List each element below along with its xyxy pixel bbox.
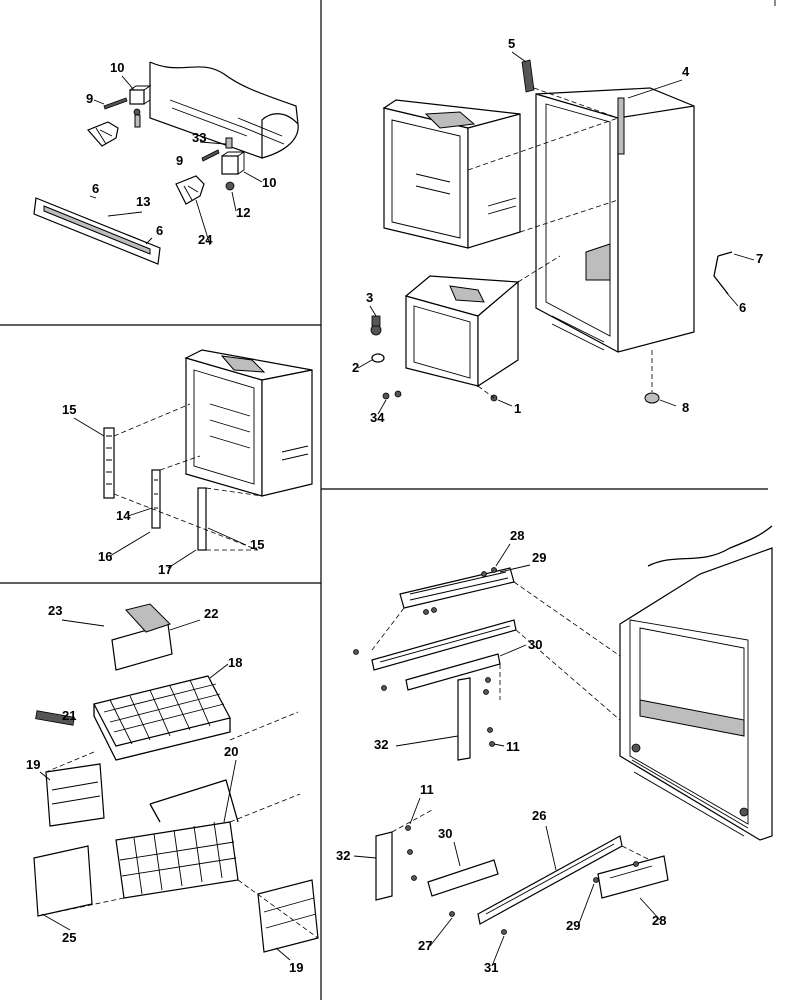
liner-rails-assembly (73, 349, 313, 569)
callout-19: 19 (26, 757, 40, 772)
callout-1: 1 (514, 401, 521, 416)
callout-19: 19 (289, 960, 303, 975)
callout-30: 30 (528, 637, 542, 652)
callout-31: 31 (484, 960, 498, 975)
callout-18: 18 (228, 655, 242, 670)
callout-9: 9 (176, 153, 183, 168)
callout-7: 7 (756, 251, 763, 266)
callout-29: 29 (532, 550, 546, 565)
callout-17: 17 (158, 562, 172, 577)
callout-13: 13 (136, 194, 150, 209)
callout-10: 10 (262, 175, 276, 190)
callout-11: 11 (506, 739, 520, 754)
basket-assembly (33, 603, 319, 961)
callout-14: 14 (116, 508, 131, 523)
callout-25: 25 (62, 930, 76, 945)
callout-10: 10 (110, 60, 124, 75)
callout-24: 24 (198, 232, 213, 247)
callout-26: 26 (532, 808, 546, 823)
callout-6: 6 (739, 300, 746, 315)
callout-28: 28 (510, 528, 524, 543)
callout-32: 32 (374, 737, 388, 752)
callout-6: 6 (156, 223, 163, 238)
callout-4: 4 (682, 64, 690, 79)
callout-29: 29 (566, 918, 580, 933)
callout-20: 20 (224, 744, 238, 759)
callout-11: 11 (420, 782, 434, 797)
callout-9: 9 (86, 91, 93, 106)
hinge-crossbar-assembly (33, 61, 299, 265)
callout-2: 2 (352, 360, 359, 375)
callout-12: 12 (236, 205, 250, 220)
callout-33: 33 (192, 130, 206, 145)
callout-15: 15 (62, 402, 76, 417)
callout-23: 23 (48, 603, 62, 618)
callout-8: 8 (682, 400, 689, 415)
callout-16: 16 (98, 549, 112, 564)
callout-30: 30 (438, 826, 452, 841)
callout-21: 21 (62, 708, 76, 723)
callout-3: 3 (366, 290, 373, 305)
callout-34: 34 (370, 410, 385, 425)
drawer-slide-assembly (353, 525, 773, 967)
panel-dividers (0, 0, 776, 1000)
callout-22: 22 (204, 606, 218, 621)
cabinet-liner-assembly (357, 51, 755, 415)
callout-28: 28 (652, 913, 666, 928)
callout-27: 27 (418, 938, 432, 953)
callout-15: 15 (250, 537, 264, 552)
callout-6: 6 (92, 181, 99, 196)
callout-32: 32 (336, 848, 350, 863)
callout-5: 5 (508, 36, 515, 51)
